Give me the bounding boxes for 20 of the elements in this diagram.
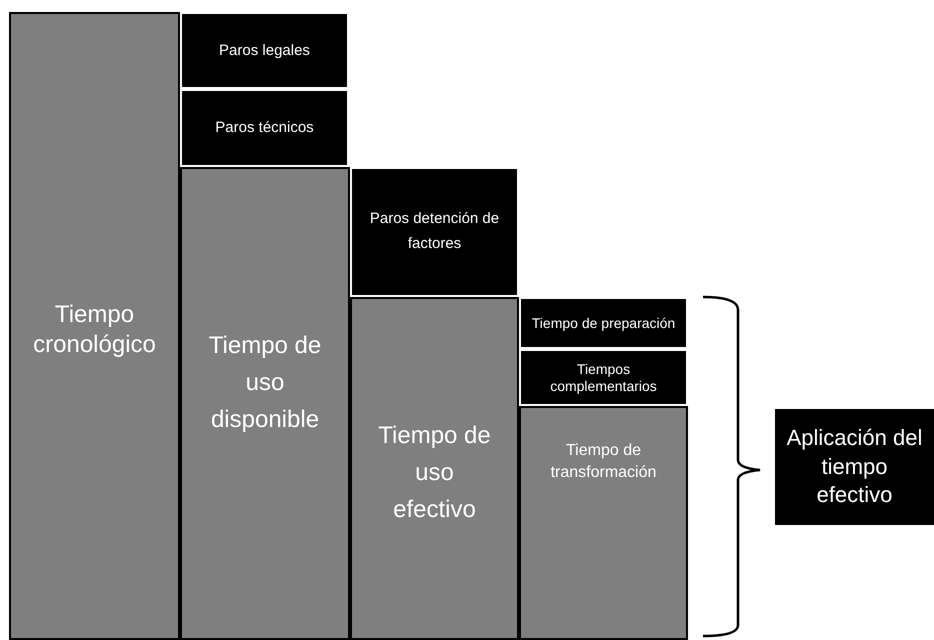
time-bar: [180, 167, 350, 640]
box-text: Paros técnicos: [215, 118, 314, 138]
box-text: Tiempos complementarios: [549, 360, 658, 394]
box-text: Paros detención de factores: [368, 209, 500, 254]
label-box: [180, 12, 349, 89]
box-text: Paros legales: [219, 40, 310, 60]
time-bar: [350, 297, 519, 640]
label-box: [519, 297, 688, 349]
box-text: Aplicación del tiempo efectivo: [786, 424, 924, 510]
box-text: Tiempo cronológico: [32, 300, 157, 360]
label-box: [180, 89, 349, 167]
time-bar: [9, 12, 180, 640]
box-text: Tiempo de transformación: [550, 441, 658, 483]
box-text: Tiempo de uso disponible: [208, 331, 322, 436]
label-box: [775, 409, 934, 525]
time-bar: [519, 406, 688, 640]
label-box: [350, 167, 519, 297]
box-text: Tiempo de uso efectivo: [377, 421, 492, 526]
box-text: Tiempo de preparación: [532, 314, 676, 332]
label-box: [519, 349, 688, 406]
